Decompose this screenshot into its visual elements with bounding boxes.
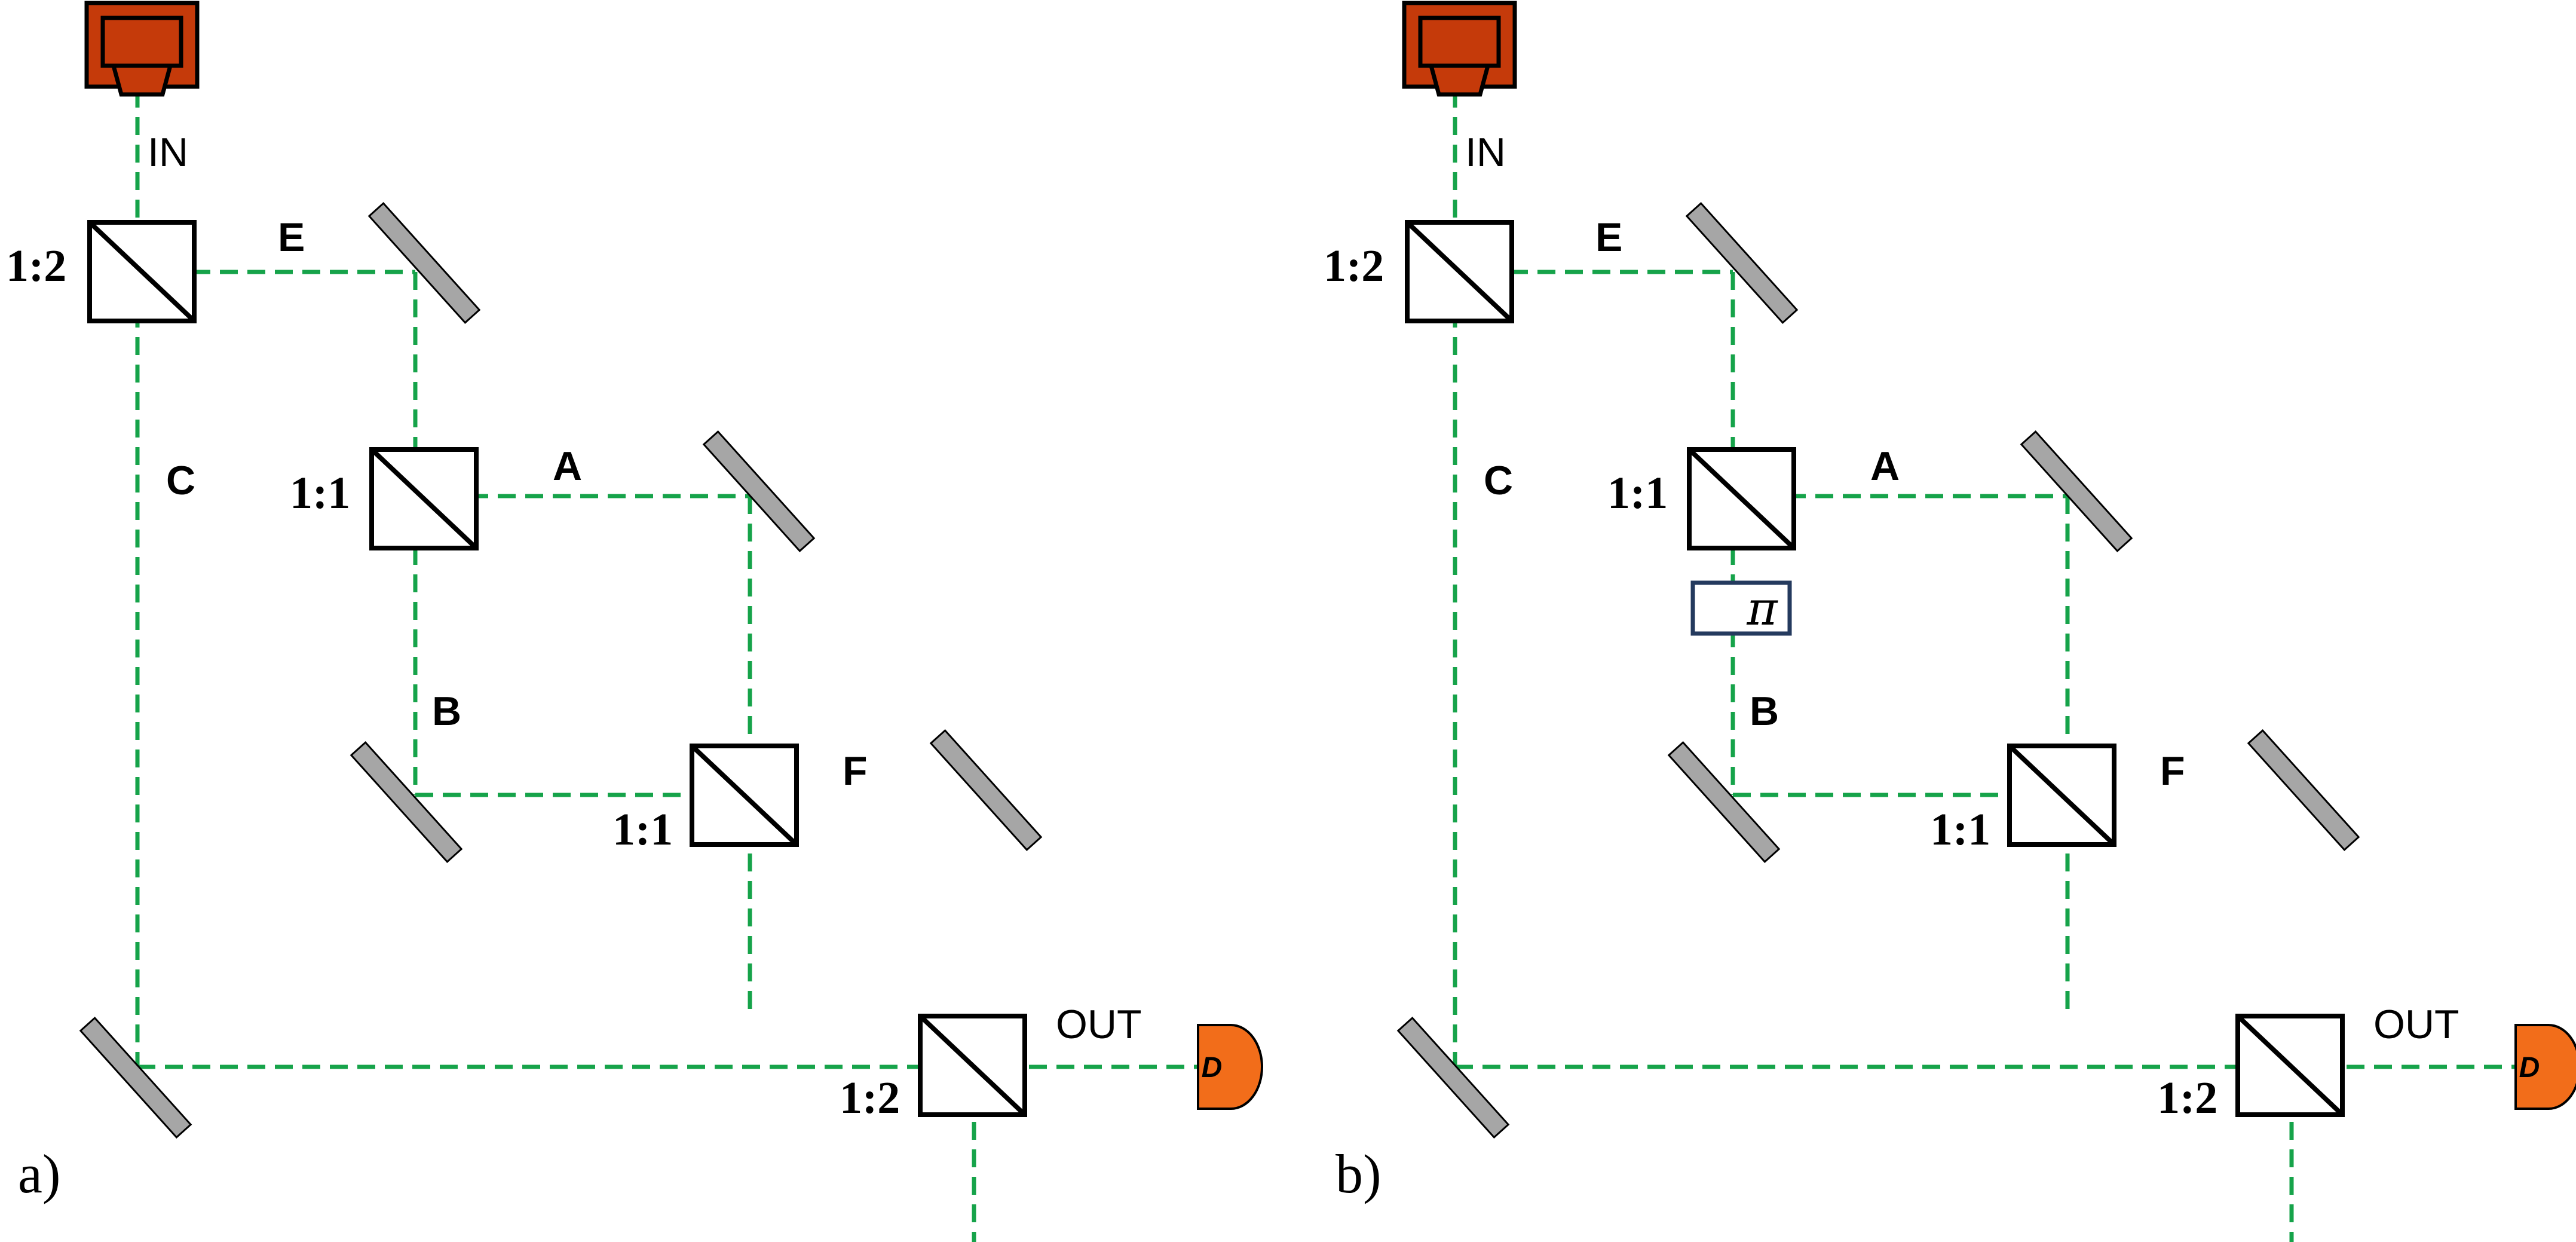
- splitter-ratio-middle: 1:1: [1607, 468, 1668, 518]
- beam-splitter-icon: [2007, 744, 2116, 847]
- beam-splitter-icon: [2235, 1014, 2345, 1117]
- mirror-icon: [2020, 430, 2133, 553]
- splitter-ratio-middle: 1:1: [290, 468, 350, 518]
- detector-icon: D: [1197, 1024, 1263, 1110]
- input-label: IN: [148, 130, 188, 175]
- panel-label: b): [1336, 1143, 1382, 1204]
- beam-paths: [1453, 90, 2516, 1242]
- path-label-f: F: [843, 748, 868, 794]
- path-label-f: F: [2160, 748, 2185, 794]
- mirror-icon: [1685, 201, 1799, 325]
- path-label-b: B: [432, 689, 461, 734]
- detector-label: D: [2519, 1052, 2540, 1084]
- splitter-ratio-output: 1:2: [840, 1073, 900, 1123]
- path-label-c: C: [166, 458, 195, 503]
- mirror-icon: [79, 1016, 192, 1139]
- mirror-icon: [350, 741, 463, 864]
- splitter-ratio-top: 1:2: [1324, 241, 1384, 291]
- path-label-e: E: [1595, 215, 1622, 260]
- beam-splitter-icon: [690, 744, 799, 847]
- mirror-icon: [1396, 1016, 1510, 1139]
- beam-splitter-icon: [369, 447, 479, 550]
- beam-splitter-icon: [918, 1014, 1027, 1117]
- beam-splitter-icon: [1687, 447, 1796, 550]
- panel-label: a): [18, 1143, 60, 1204]
- path-label-b: B: [1750, 689, 1779, 734]
- mirror-icon: [929, 729, 1043, 852]
- detector-icon: D: [2514, 1024, 2576, 1110]
- beam-paths: [135, 90, 1198, 1242]
- panel-a: D IN E A C B F OUT 1:2 1:1 1:1 1:2 a): [6, 1, 1263, 1242]
- mirror-icon: [367, 201, 481, 325]
- splitter-ratio-lower: 1:1: [612, 804, 673, 855]
- panel-b: π D IN E A C B F OUT 1:2 1:1 1:1 1:2 b): [1324, 1, 2576, 1242]
- mirror-icon: [702, 430, 816, 553]
- phase-shifter: π: [1690, 580, 1792, 636]
- mirror-icon: [1667, 741, 1781, 864]
- mirror-icon: [2247, 729, 2360, 852]
- splitter-ratio-top: 1:2: [6, 241, 66, 291]
- output-label: OUT: [1056, 1002, 1142, 1047]
- laser-source-icon: [84, 1, 200, 97]
- phase-shifter-label: π: [1746, 582, 1778, 636]
- output-label: OUT: [2373, 1002, 2459, 1047]
- splitter-ratio-lower: 1:1: [1930, 804, 1990, 855]
- detector-label: D: [1202, 1052, 1223, 1084]
- path-label-a: A: [553, 443, 582, 489]
- path-label-e: E: [278, 215, 305, 260]
- path-label-a: A: [1870, 443, 1900, 489]
- beam-splitter-icon: [1405, 220, 1514, 323]
- laser-source-icon: [1402, 1, 1517, 97]
- input-label: IN: [1465, 130, 1506, 175]
- splitter-ratio-output: 1:2: [2157, 1073, 2217, 1123]
- path-label-c: C: [1484, 458, 1513, 503]
- beam-splitter-icon: [87, 220, 197, 323]
